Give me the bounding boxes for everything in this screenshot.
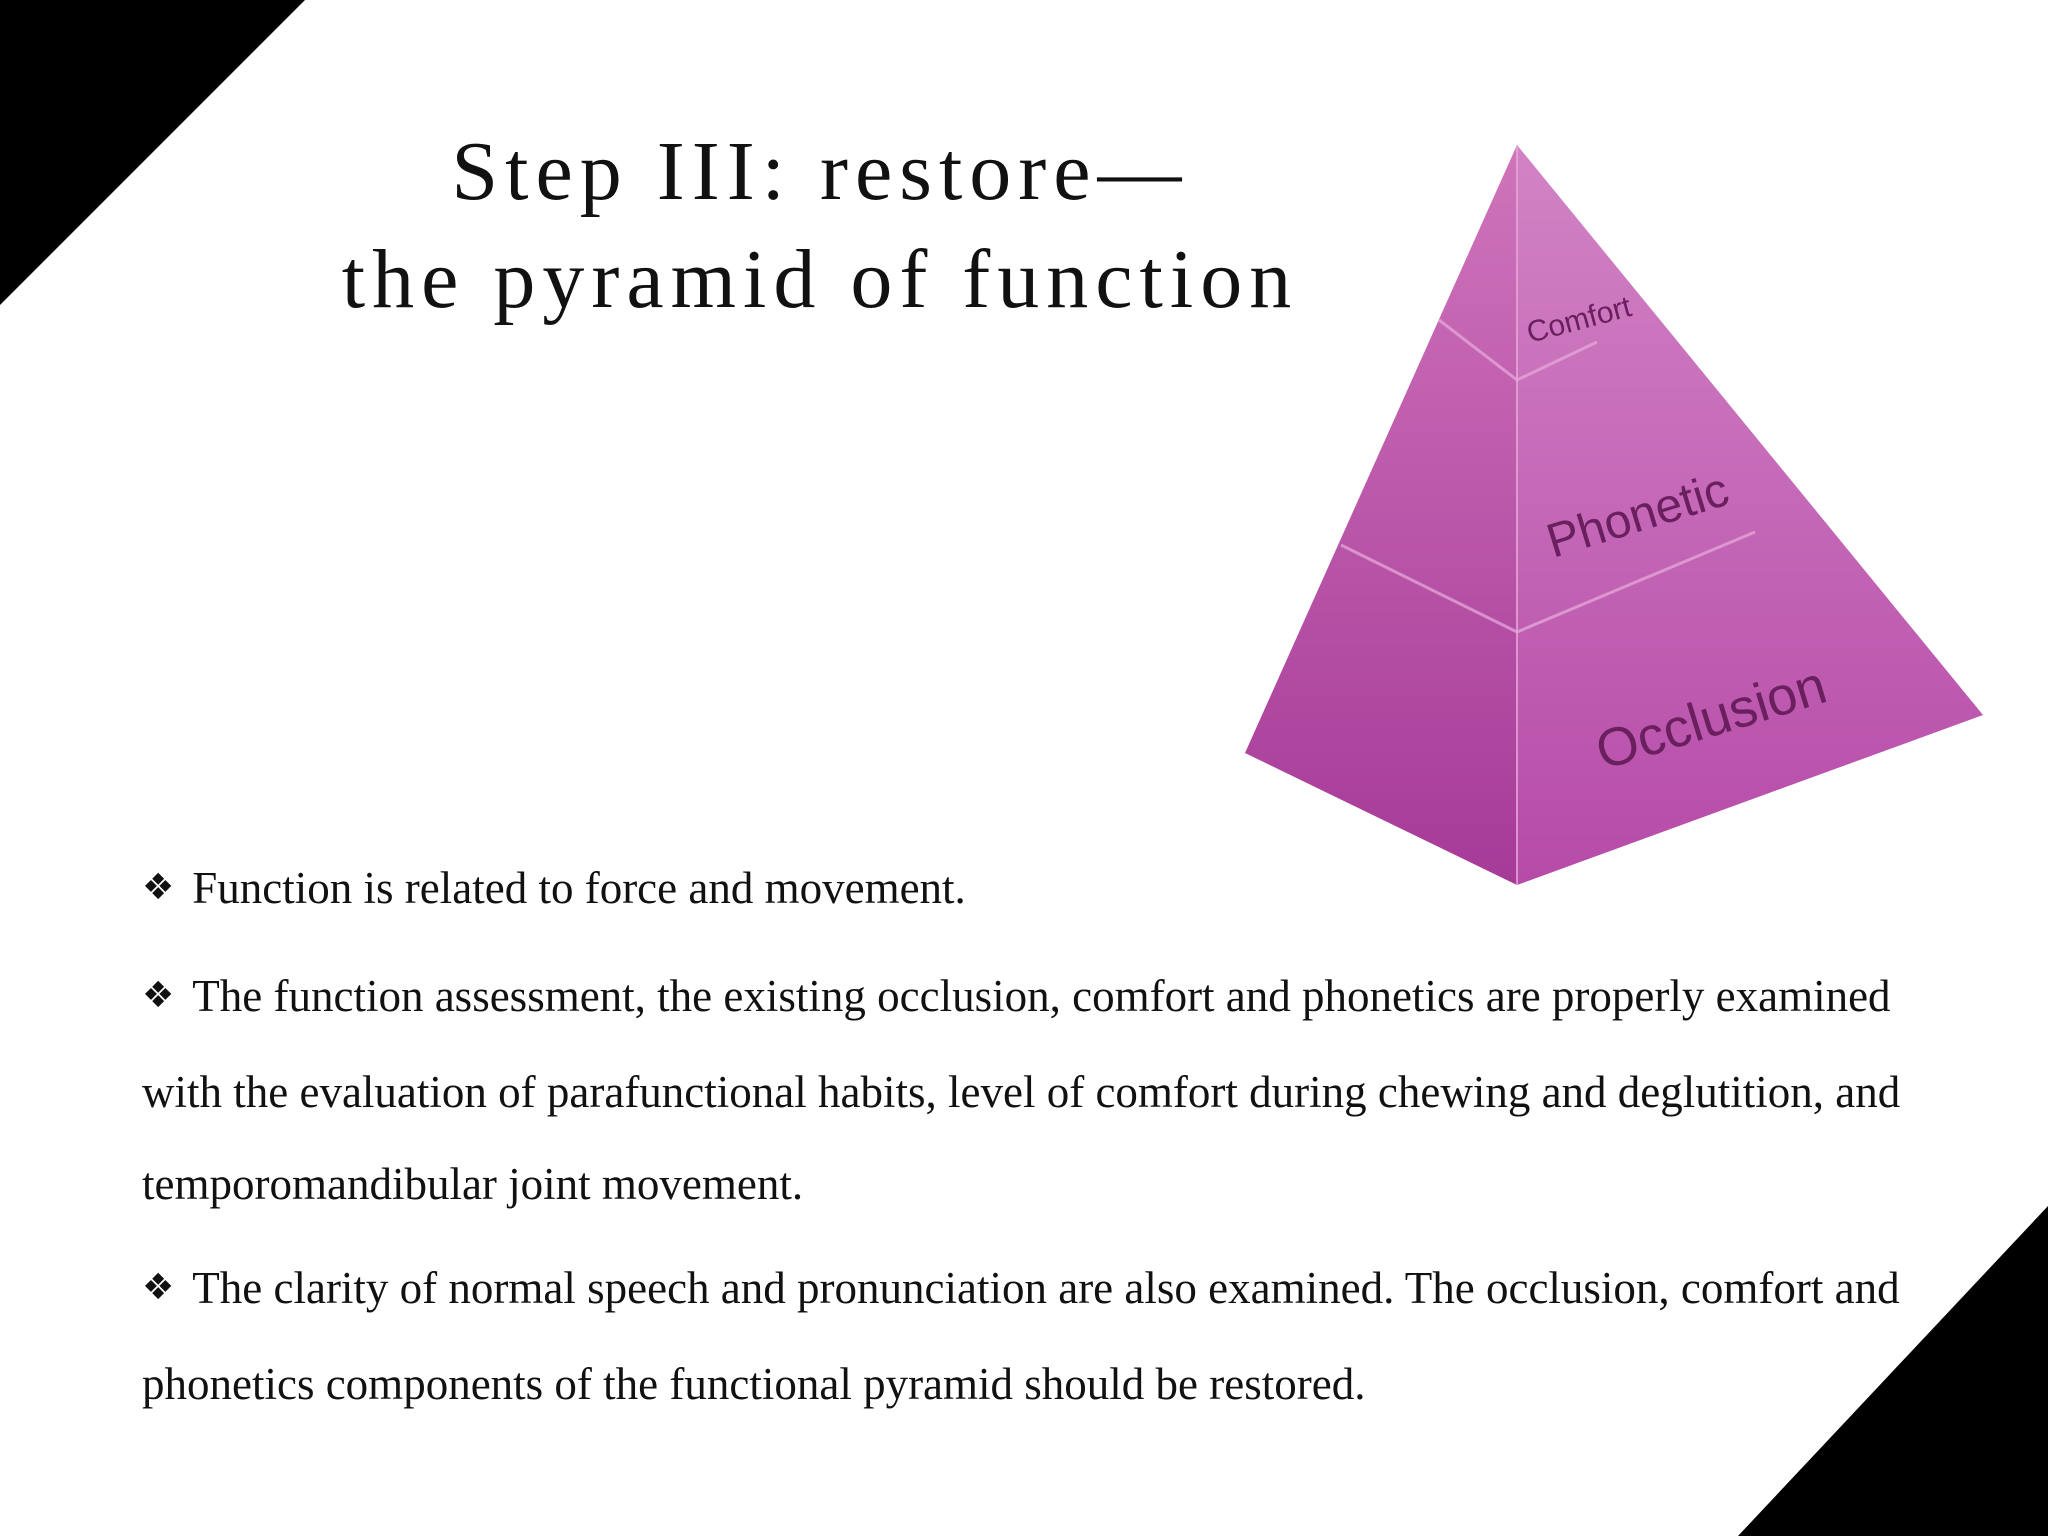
pyramid-divider-middle	[1340, 530, 1756, 634]
bullet-item: ❖The function assessment, the existing o…	[142, 950, 1902, 1230]
bullet-text: The function assessment, the existing oc…	[142, 971, 1901, 1209]
bullet-item: ❖The clarity of normal speech and pronun…	[142, 1242, 1902, 1430]
title-line-2: the pyramid of function	[341, 233, 1299, 326]
bullet-text: The clarity of normal speech and pronunc…	[142, 1263, 1900, 1409]
bullet-list: ❖ Function is related to force and moveme…	[142, 842, 1902, 1442]
diamond-bullet-icon: ❖	[142, 975, 175, 1016]
diamond-bullet-icon: ❖	[142, 867, 175, 908]
corner-decoration-bottom-right	[1738, 1206, 2048, 1536]
pyramid-divider-top	[1438, 318, 1598, 382]
function-pyramid: Comfort Phonetic Occlusion	[1245, 145, 1983, 885]
title-line-1: Step III: restore—	[451, 125, 1189, 218]
bullet-text: Function is related to force and movemen…	[192, 863, 966, 913]
slide-title: Step III: restore— the pyramid of functi…	[270, 118, 1370, 334]
pyramid-left-face	[1245, 145, 1517, 885]
pyramid-right-face	[1517, 145, 1983, 885]
bullet-item: ❖ Function is related to force and moveme…	[142, 842, 1902, 938]
diamond-bullet-icon: ❖	[142, 1267, 175, 1308]
corner-decoration-top-left	[0, 0, 305, 305]
